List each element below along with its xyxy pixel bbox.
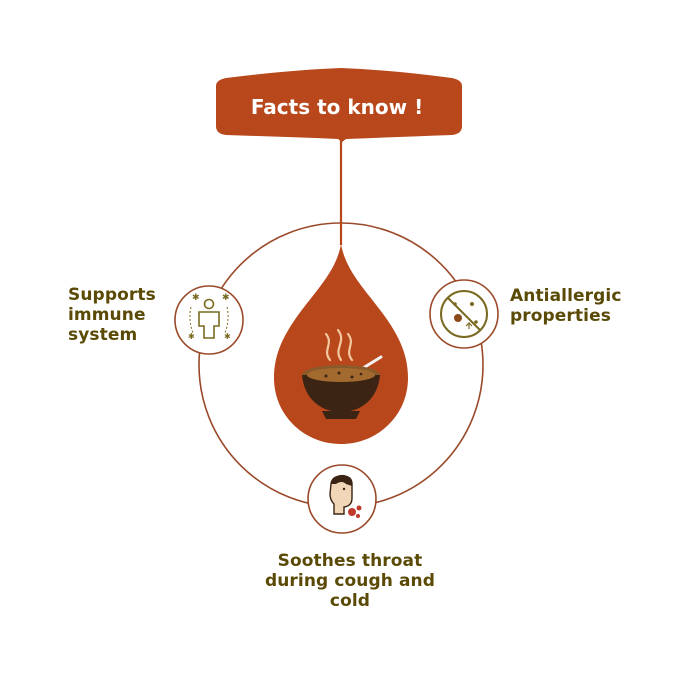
fact-label-line: Supports [68, 285, 156, 305]
no-allergen-icon [429, 279, 499, 349]
fact-label-throat: Soothes throat during cough and cold [250, 551, 450, 611]
fact-label-antiallergic: Antiallergic properties [510, 286, 622, 326]
immune-person-icon: ✱ ✱ ✱ ✱ [174, 285, 244, 355]
svg-text:✱: ✱ [188, 332, 195, 341]
fact-label-line: during cough and [264, 571, 436, 591]
fact-label-line: properties [510, 306, 611, 326]
svg-text:✱: ✱ [222, 293, 230, 303]
soup-bowl-icon [302, 328, 383, 419]
banner-shape [216, 68, 462, 142]
fact-label-line: immune [68, 305, 146, 325]
coughing-person-icon [307, 464, 377, 534]
fact-label-immune: Supports immune system [68, 285, 156, 345]
fact-label-line: system [68, 325, 138, 345]
svg-text:✱: ✱ [224, 332, 231, 341]
fact-label-line: cold [329, 591, 371, 611]
svg-text:✱: ✱ [192, 293, 200, 303]
fact-label-line: Soothes throat [277, 551, 423, 571]
banner-title: Facts to know ! [250, 95, 424, 119]
fact-label-line: Antiallergic [510, 286, 622, 306]
